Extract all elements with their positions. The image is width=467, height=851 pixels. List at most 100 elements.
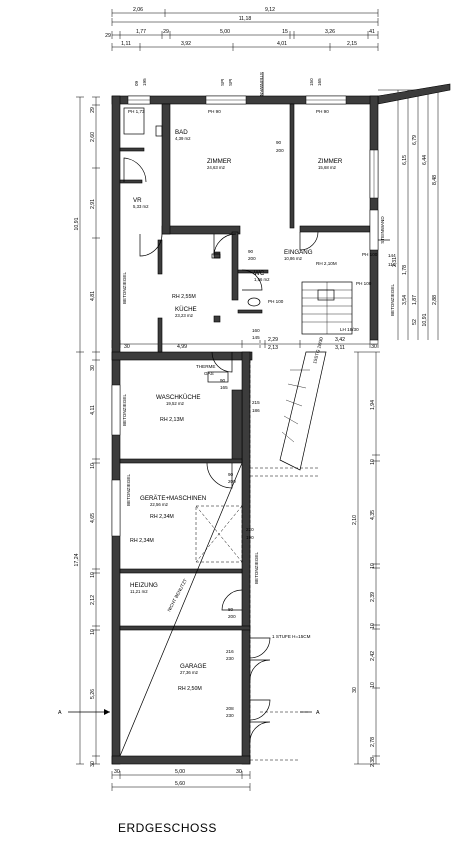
dim-bottom-3: 5,60: [175, 781, 185, 787]
waschkueche-name: WASCHKÜCHE: [156, 394, 200, 401]
toilet-fixture: [247, 297, 261, 307]
dim-r-7: 10: [370, 682, 376, 688]
door-zimmer1-b: 200: [276, 148, 284, 153]
dim-left-7: 10: [90, 463, 96, 469]
dim-ru-10: 10,91: [422, 313, 428, 326]
dim-r-10: 2,10: [352, 515, 358, 525]
ph-eingang-b: PH 100: [356, 281, 372, 286]
ph-eingang-a: PH 100: [362, 252, 378, 257]
dim-r-1: 10: [370, 459, 376, 465]
dim-bottom-0: 30: [114, 769, 120, 775]
dim-top-2: 11,18: [239, 16, 252, 22]
vr-area: 5,33 m2: [133, 204, 149, 209]
nicht-benutzt-label: NICHT BENUTZT: [166, 578, 188, 613]
mid-dimensions: 30 4,99 2,29 2,13 3,42 3,11 30: [111, 337, 379, 351]
eingang-name: EINGANG: [284, 249, 313, 256]
dim-r-3: 10: [370, 563, 376, 569]
dim-mid-3: 2,13: [268, 345, 278, 351]
door-w-b: 165: [220, 385, 228, 390]
door-r-a: 144: [388, 253, 396, 258]
heizung-name: HEIZUNG: [130, 582, 158, 589]
dim-top-1a: 2,06: [133, 7, 143, 13]
waschkueche-area: 19,52 m2: [166, 401, 185, 406]
left-dimensions: 29 2,60 2,91 10,91 4,81 30 4,11 10 4,65 …: [74, 96, 100, 767]
rh-eingang: RH 2,10M: [316, 261, 337, 266]
dim-top-3c: 29: [163, 29, 169, 35]
garage-area: 27,36 m2: [180, 670, 199, 675]
dim-left-2: 2,91: [90, 199, 96, 209]
dim-top-3f: 3,26: [325, 29, 335, 35]
kueche-name: KÜCHE: [175, 306, 197, 313]
dim-left-11: 2,12: [90, 595, 96, 605]
dim-ru-5: 1,87: [412, 295, 418, 305]
door-gb-a: 208: [226, 706, 234, 711]
ph-zimmer1-label: PH 90: [208, 109, 221, 114]
dim-left-9: 17,24: [74, 553, 80, 566]
vr-name: VR: [133, 197, 142, 204]
door-ga-b: 230: [226, 656, 234, 661]
stairs: 15STG 18/30 LH 18/30: [250, 281, 359, 477]
dim-top-4d: 2,15: [347, 41, 357, 47]
door-w-a: 90: [220, 378, 226, 383]
section-a-left: A: [58, 710, 62, 716]
win-dim-3b: 165: [317, 78, 322, 86]
dim-left-8: 4,65: [90, 513, 96, 523]
dim-ru-6: 2,88: [432, 295, 438, 305]
door-w2-a: 215: [252, 400, 260, 405]
dim-ru-8: 3,54: [402, 295, 408, 305]
dim-top-3d: 5,00: [220, 29, 230, 35]
dim-top-3e: 15: [282, 29, 288, 35]
door-zimmer1-a: 90: [276, 140, 282, 145]
bad-name: BAD: [175, 129, 188, 136]
eingang-area: 10,86 m2: [284, 256, 303, 261]
therme-label: THERME: [196, 364, 215, 369]
dim-mid-4: 3,42: [335, 337, 345, 343]
geraete-rh: RH 2,34M: [150, 514, 174, 520]
zimmer2-area: 15,68 m2: [318, 165, 337, 170]
ph-zimmer2-label: PH 90: [316, 109, 329, 114]
dim-left-6: 4,11: [90, 405, 96, 415]
betonziegel-2: BETONZIEGEL: [122, 394, 127, 427]
dim-top-4a: 1,11: [121, 41, 131, 47]
dim-r-5: 10: [370, 623, 376, 629]
geraete-rh2: RH 2,34M: [130, 538, 154, 544]
door-eingang-b: 200: [248, 256, 256, 261]
door-r-b: 110: [388, 262, 396, 267]
dim-left-5: 30: [90, 365, 96, 371]
dim-bottom-2: 30: [236, 769, 242, 775]
sink-fixture: [155, 125, 163, 137]
win-dim-2a: SPI: [220, 79, 225, 86]
door-eingang-a: 90: [248, 249, 254, 254]
dim-mid-5: 3,11: [335, 345, 345, 351]
walls: [111, 83, 451, 765]
dim-r-2: 4,35: [370, 510, 376, 520]
dim-r-8: 2,78: [370, 737, 376, 747]
dim-left-12: 10: [90, 629, 96, 635]
geraete-name: GERÄTE+MASCHINEN: [140, 495, 206, 502]
garage-rh: RH 2,50M: [178, 686, 202, 692]
bottom-dimensions: 30 5,00 30 5,60: [111, 769, 251, 791]
betonziegel-1: BETONZIEGEL: [122, 272, 127, 305]
win-dim-1b: 195: [142, 78, 147, 86]
drawing-title: ERDGESCHOSS: [118, 821, 217, 835]
shower-fixture: [123, 107, 145, 135]
dim-r-9: 2,38: [370, 757, 376, 767]
dim-ru-7: 8,48: [432, 175, 438, 185]
dim-top-1b: 9,12: [265, 7, 275, 13]
win-dim-3a: 150: [309, 78, 314, 86]
door-g-a: 90: [228, 472, 234, 477]
dim-top-3g: 41: [369, 29, 375, 35]
gas-label: GAS: [204, 371, 214, 376]
geraete-area: 22,56 m2: [150, 502, 169, 507]
door-g2-a: 220: [246, 527, 254, 532]
stair-spec-label: 15STG 18/30: [312, 336, 324, 364]
dim-top-4b: 3,92: [181, 41, 191, 47]
door-k-a: 160: [252, 328, 260, 333]
lh-label: LH 18/30: [340, 327, 359, 332]
dim-left-4: 4,81: [90, 291, 96, 301]
door-g2-b: 190: [246, 535, 254, 540]
dim-top-4c: 4,01: [277, 41, 287, 47]
dim-ru-9: 52: [412, 319, 418, 325]
dim-left-0: 29: [90, 107, 96, 113]
dim-top-3a: 29: [105, 33, 111, 39]
